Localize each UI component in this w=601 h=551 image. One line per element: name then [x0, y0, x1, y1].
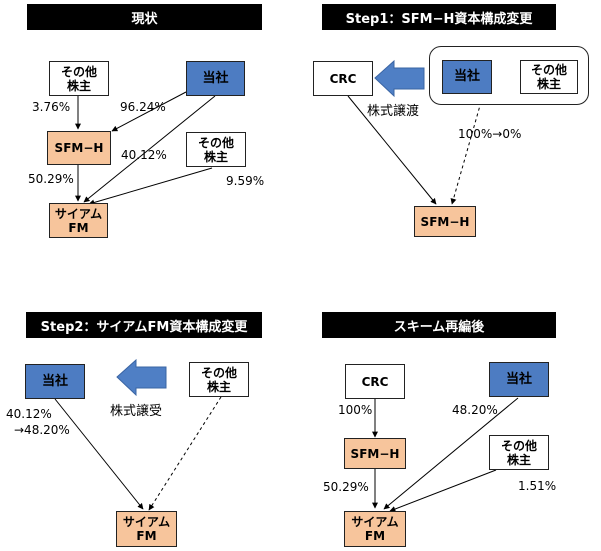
node-sfmh: SFM−H — [414, 206, 476, 237]
node-company: 当社 — [25, 364, 85, 399]
edge-other-to-siam-dashed — [148, 396, 222, 511]
edge-company-to-siam — [383, 397, 519, 510]
node-company: 当社 — [186, 61, 245, 96]
label-crc-to-sfmh: 100% — [338, 403, 373, 417]
label-other-to-siam: 1.51% — [518, 479, 557, 493]
edge-company-to-sfmh-dashed — [450, 101, 482, 205]
edge-company-to-siam — [83, 95, 216, 203]
node-siam-fm: サイアム FM — [344, 511, 406, 547]
label-other-to-siam: 9.59% — [226, 174, 265, 188]
edge-other-to-siam — [389, 469, 497, 512]
edge-crc-to-sfmh — [347, 95, 437, 205]
node-siam-fm: サイアム FM — [49, 203, 108, 238]
label-share-receipt: 株式譲受 — [110, 404, 163, 419]
node-company: 当社 — [442, 60, 492, 94]
label-share-transfer: 株式譲渡 — [367, 104, 420, 119]
edge-other-to-siam — [88, 167, 213, 206]
node-siam-fm: サイアム FM — [116, 511, 177, 547]
label-sfmh-to-siam: 50.29% — [323, 480, 369, 494]
label-other-to-sfmh: 3.76% — [32, 100, 71, 114]
node-other-shareholders: その他 株主 — [189, 362, 249, 397]
label-company-to-siam: 48.20% — [452, 403, 498, 417]
node-company: 当社 — [489, 362, 549, 397]
node-sfmh: SFM−H — [47, 131, 111, 165]
panel-title-current: 現状 — [27, 4, 262, 30]
left-arrow-icon — [116, 358, 167, 397]
left-arrow-icon — [374, 59, 425, 98]
node-crc: CRC — [345, 364, 405, 399]
node-other-shareholders-top: その他 株主 — [49, 61, 109, 96]
node-sfmh: SFM−H — [344, 438, 406, 469]
label-sfmh-to-siam: 50.29% — [28, 172, 74, 186]
panel-title-step2: Step2：サイアムFM資本構成変更 — [26, 312, 262, 338]
label-company-to-siam: 40.12% — [121, 148, 167, 162]
edge-company-to-siam — [54, 398, 144, 510]
label-change-line1: 40.12% — [6, 407, 52, 421]
node-other-shareholders: その他 株主 — [489, 435, 549, 470]
node-other-shareholders-mid: その他 株主 — [186, 132, 246, 167]
panel-title-step1: Step1：SFM−H資本構成変更 — [322, 4, 556, 30]
panel-title-after: スキーム再編後 — [322, 312, 556, 338]
node-other-shareholders: その他 株主 — [520, 60, 578, 94]
label-company-to-sfmh: 96.24% — [120, 100, 166, 114]
edge-company-to-sfmh — [111, 91, 187, 132]
node-crc: CRC — [313, 61, 373, 96]
label-ownership-change: 100%→0% — [458, 127, 522, 141]
label-change-line2: →48.20% — [14, 423, 70, 437]
